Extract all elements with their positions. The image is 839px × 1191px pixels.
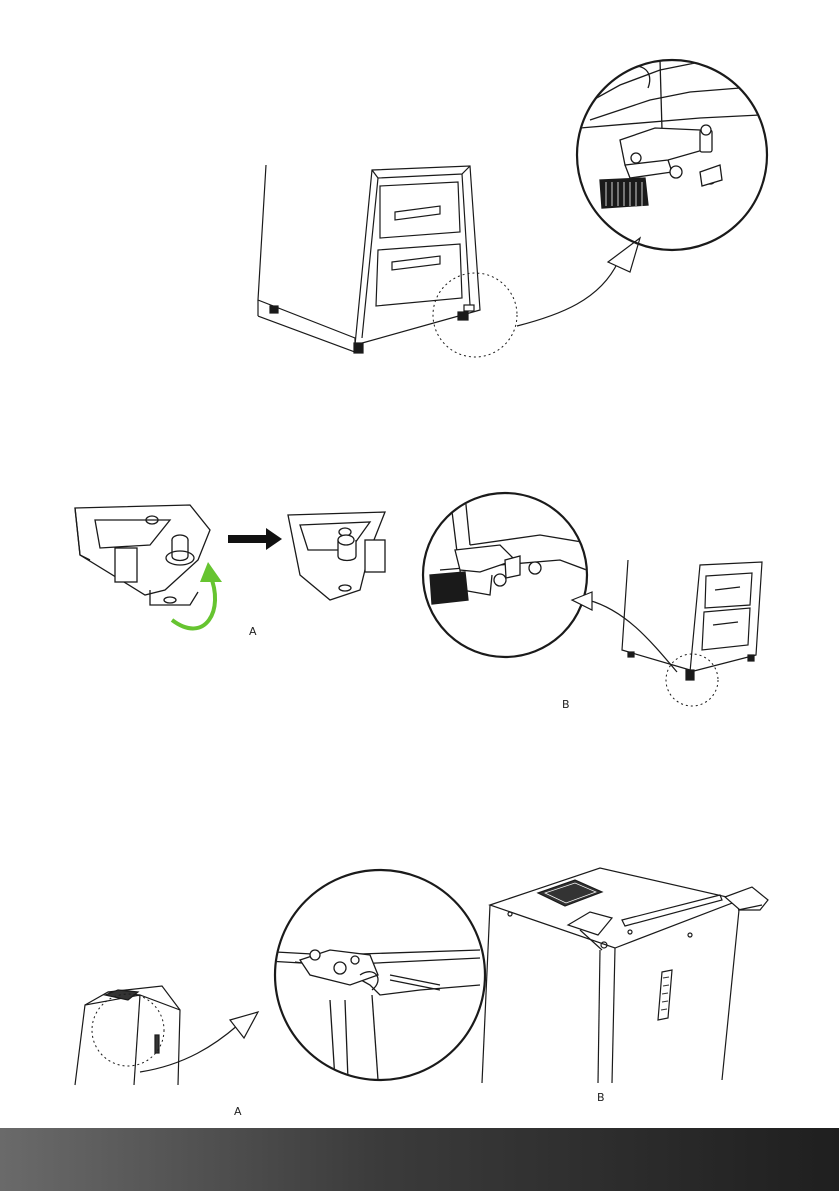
right-arrow-icon (228, 528, 282, 550)
step2-label-a: A (249, 626, 257, 637)
top-cover-illustration (475, 860, 775, 1085)
hinge-rotation-illustration (60, 495, 420, 655)
footer-bar (0, 1128, 839, 1191)
top-hinge-illustration (70, 860, 490, 1090)
step3-label-b: B (597, 1092, 605, 1103)
hinge-mount-illustration (410, 485, 780, 710)
freezer-bottom-illustration (240, 40, 800, 370)
step3-label-a: A (234, 1106, 242, 1117)
step2-label-b: B (562, 699, 570, 710)
